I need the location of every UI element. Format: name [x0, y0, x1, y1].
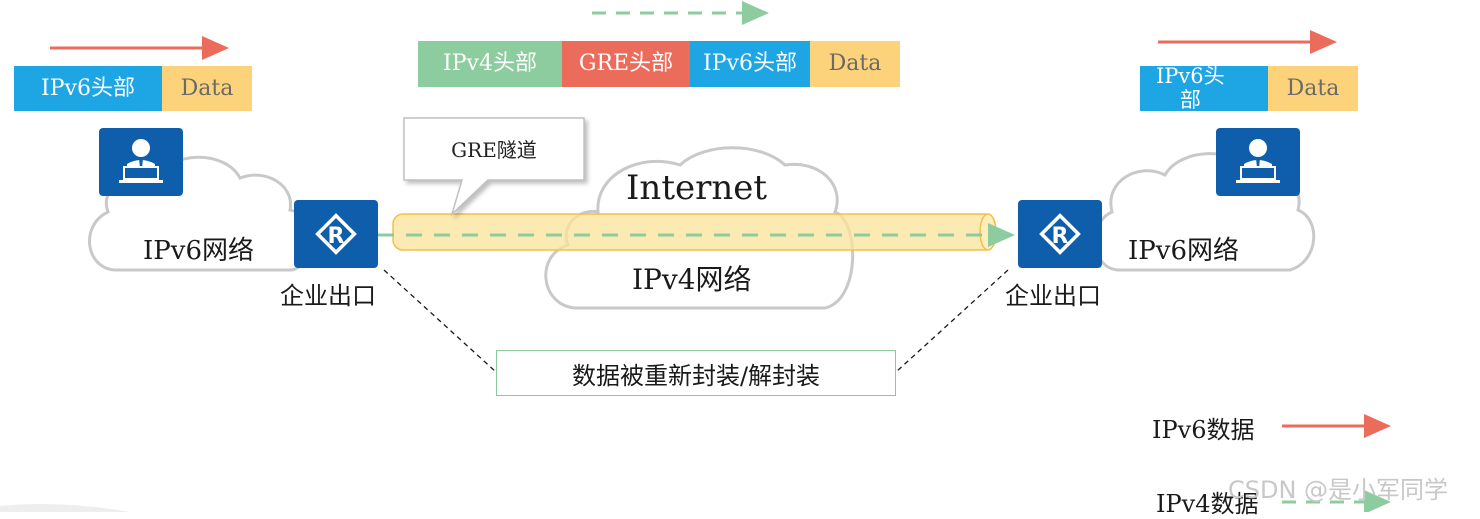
gre-tunnel-tube: [392, 213, 996, 251]
svg-text:R: R: [1052, 224, 1069, 249]
svg-text:R: R: [328, 224, 345, 249]
right-router-label: 企业出口: [1005, 282, 1101, 310]
left-user-icon: [99, 128, 183, 196]
middle-packet-ipv6-header: IPv6头部: [690, 41, 810, 87]
left-packet-data: Data: [162, 66, 252, 111]
right-packet-data: Data: [1268, 66, 1358, 111]
left-network-label: IPv6网络: [143, 236, 254, 266]
left-router-icon: R: [294, 200, 378, 268]
gre-tunnel-callout: GRE隧道: [451, 138, 537, 162]
legend-ipv6-label: IPv6数据: [1152, 416, 1255, 444]
gre-callout-bubble: [403, 117, 585, 217]
middle-packet-data: Data: [810, 41, 900, 87]
encapsulation-note: 数据被重新封装/解封装: [496, 350, 896, 396]
right-packet-ipv6-header: IPv6头 部: [1140, 65, 1268, 111]
right-router-icon: R: [1018, 200, 1102, 268]
right-leader-line: [895, 269, 1009, 373]
right-user-icon: [1216, 128, 1300, 196]
right-network-label: IPv6网络: [1128, 236, 1239, 266]
gre-tunnel-end: [979, 213, 997, 251]
left-router-label: 企业出口: [280, 282, 376, 310]
ipv4-network-label: IPv4网络: [632, 263, 752, 296]
middle-packet-ipv4-header: IPv4头部: [418, 41, 562, 87]
internet-label: Internet: [626, 168, 768, 208]
middle-packet-gre-header: GRE头部: [562, 41, 690, 87]
left-packet-ipv6-header: IPv6头部: [14, 66, 162, 111]
left-leader-line: [383, 269, 497, 373]
corner-decoration: [0, 504, 130, 512]
csdn-watermark: CSDN @是小军同学: [1228, 476, 1449, 504]
